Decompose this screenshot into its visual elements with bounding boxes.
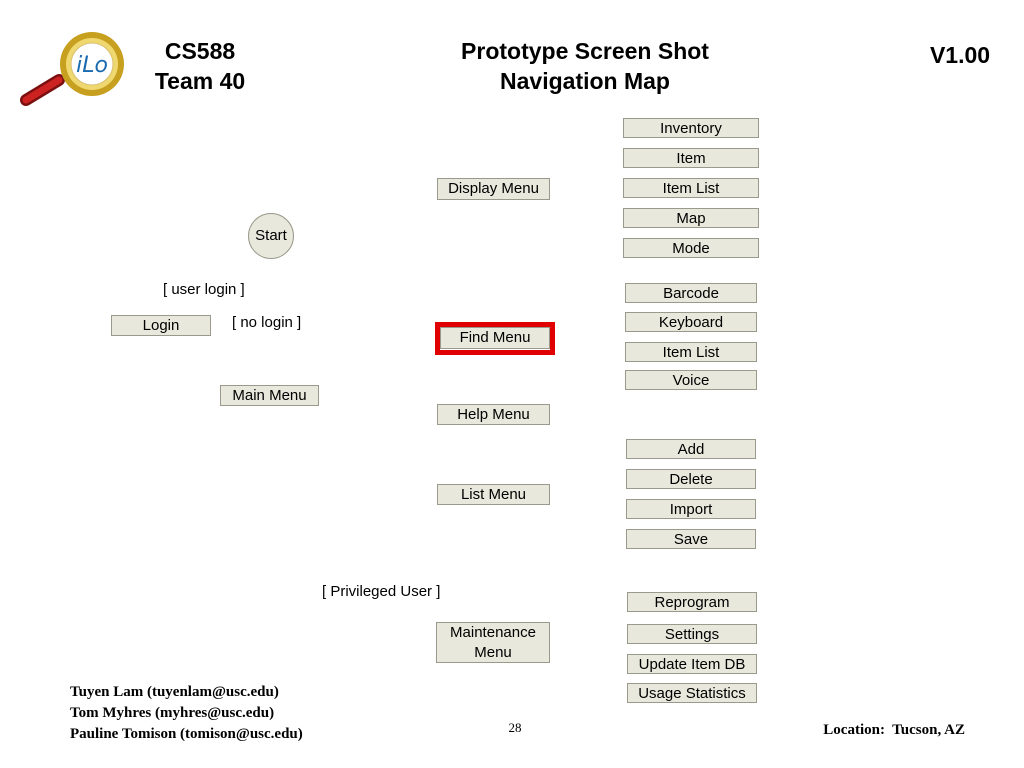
author-list: Tuyen Lam (tuyenlam@usc.edu) Tom Myhres … bbox=[70, 682, 303, 745]
find-item-item-list: Item List bbox=[625, 342, 757, 362]
location-label: Location: Tucson, AZ bbox=[823, 722, 965, 738]
display-item-inventory: Inventory bbox=[623, 118, 759, 138]
help-menu-node: Help Menu bbox=[437, 404, 550, 425]
version-label: V1.00 bbox=[929, 42, 991, 68]
maintenance-item-settings: Settings bbox=[627, 624, 757, 644]
edge-label-no-login: [ no login ] bbox=[232, 314, 302, 331]
slide-title: Prototype Screen Shot Navigation Map bbox=[380, 36, 790, 96]
course-heading: CS588 Team 40 bbox=[130, 36, 270, 96]
find-item-keyboard: Keyboard bbox=[625, 312, 757, 332]
maintenance-menu-node: Maintenance Menu bbox=[436, 622, 550, 663]
maintenance-menu-line-2: Menu bbox=[474, 644, 512, 661]
list-item-add: Add bbox=[626, 439, 756, 459]
find-menu-node: Find Menu bbox=[440, 327, 550, 349]
page-number: 28 bbox=[508, 720, 522, 735]
display-menu-node: Display Menu bbox=[437, 178, 550, 200]
author-3: Pauline Tomison (tomison@usc.edu) bbox=[70, 726, 303, 742]
login-node: Login bbox=[111, 315, 211, 336]
maintenance-item-usage-statistics: Usage Statistics bbox=[627, 683, 757, 703]
course-code: CS588 bbox=[164, 38, 236, 64]
start-node: Start bbox=[248, 213, 294, 259]
list-item-delete: Delete bbox=[626, 469, 756, 489]
author-1: Tuyen Lam (tuyenlam@usc.edu) bbox=[70, 684, 279, 700]
find-item-barcode: Barcode bbox=[625, 283, 757, 303]
author-2: Tom Myhres (myhres@usc.edu) bbox=[70, 705, 275, 721]
edge-label-user-login: [ user login ] bbox=[163, 281, 245, 298]
display-item-item: Item bbox=[623, 148, 759, 168]
list-menu-node: List Menu bbox=[437, 484, 550, 505]
edge-label-privileged-user: [ Privileged User ] bbox=[322, 583, 441, 600]
display-item-map: Map bbox=[623, 208, 759, 228]
maintenance-item-update-item-db: Update Item DB bbox=[627, 654, 757, 674]
display-item-mode: Mode bbox=[623, 238, 759, 258]
svg-text:iLo: iLo bbox=[76, 53, 108, 78]
ilo-logo: iLo bbox=[14, 28, 134, 118]
list-item-import: Import bbox=[626, 499, 756, 519]
maintenance-item-reprogram: Reprogram bbox=[627, 592, 757, 612]
main-menu-node: Main Menu bbox=[220, 385, 319, 406]
magnifying-glass-icon: iLo bbox=[20, 32, 124, 106]
maintenance-menu-line-1: Maintenance bbox=[450, 624, 536, 641]
display-item-item-list: Item List bbox=[623, 178, 759, 198]
find-menu-highlight bbox=[435, 322, 555, 355]
list-item-save: Save bbox=[626, 529, 756, 549]
title-line-2: Navigation Map bbox=[500, 68, 670, 94]
find-item-voice: Voice bbox=[625, 370, 757, 390]
team-name: Team 40 bbox=[154, 68, 246, 94]
title-line-1: Prototype Screen Shot bbox=[461, 38, 709, 64]
